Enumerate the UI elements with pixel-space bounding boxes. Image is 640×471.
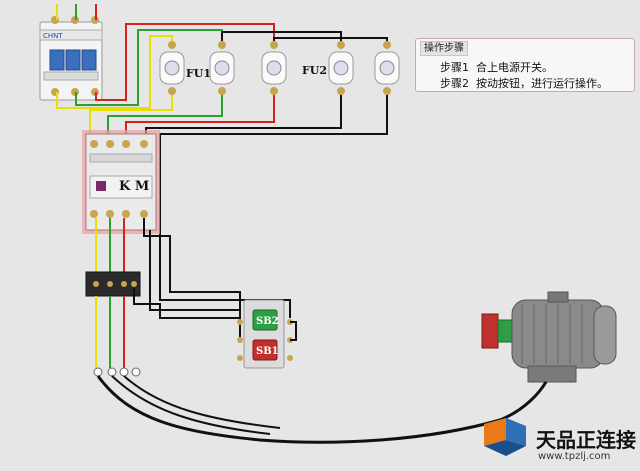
- fuse-group-fu1[interactable]: [159, 41, 287, 95]
- step-1: 步骤1 合上电源开关。: [440, 59, 553, 75]
- button-control-wires: [290, 321, 297, 341]
- step-2-text: 按动按钮，进行运行操作。: [476, 77, 608, 90]
- step-2-label: 步骤2: [440, 77, 469, 90]
- fuse-group-2-label: FU2: [302, 64, 327, 77]
- relay-control-wires: [133, 288, 240, 319]
- step-2: 步骤2 按动按钮，进行运行操作。: [440, 75, 608, 91]
- sb1-label: SB1: [256, 346, 279, 357]
- contactor-label: K M: [119, 179, 149, 194]
- logo-mark: [484, 418, 526, 456]
- logo-url: www.tpzlj.com: [538, 451, 611, 462]
- overload-relay[interactable]: [85, 271, 141, 297]
- logo-name: 天品正连接: [536, 428, 636, 452]
- motor-cable: [96, 375, 548, 444]
- stop-button-sb1[interactable]: SB1: [252, 339, 279, 361]
- sb2-label: SB2: [256, 316, 279, 327]
- breaker-to-fuse-wires: [56, 23, 388, 109]
- steps-panel-title: 操作步骤: [420, 41, 468, 56]
- fuse-group-fu2[interactable]: [328, 41, 400, 95]
- motor[interactable]: [481, 291, 617, 383]
- terminal-block[interactable]: [93, 367, 141, 377]
- circuit-breaker[interactable]: CHNT: [39, 16, 103, 101]
- operation-steps-panel: 操作步骤 步骤1 合上电源开关。 步骤2 按动按钮，进行运行操作。: [415, 38, 635, 92]
- start-button-sb2[interactable]: SB2: [252, 309, 279, 331]
- supply-wires: [56, 4, 97, 20]
- step-1-label: 步骤1: [440, 61, 469, 74]
- contactor-km[interactable]: [82, 130, 160, 234]
- breaker-brand-text: CHNT: [43, 32, 63, 40]
- step-1-text: 合上电源开关。: [476, 61, 553, 74]
- fuse-group-1-label: FU1: [186, 67, 211, 80]
- relay-to-terminal-wires: [95, 296, 125, 368]
